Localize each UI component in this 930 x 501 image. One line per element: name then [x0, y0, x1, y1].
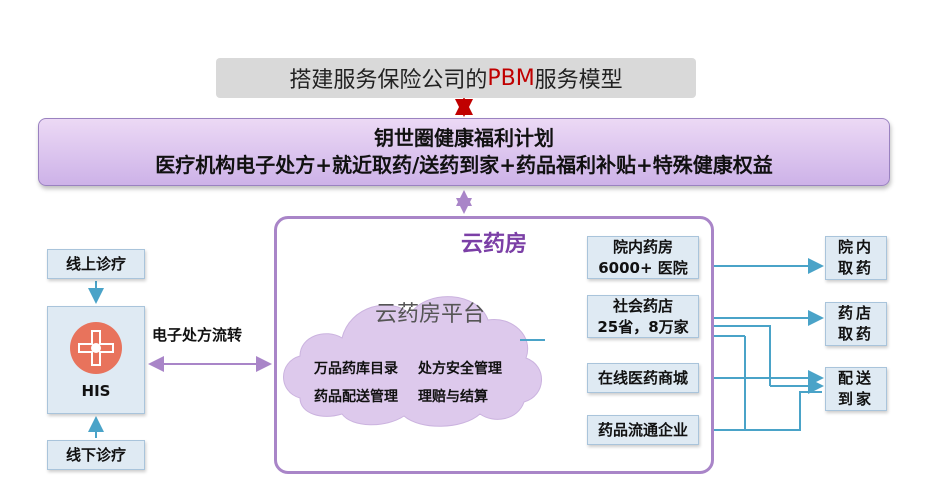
plan-subtitle: 医疗机构电子处方+就近取药/送药到家+药品福利补贴+特殊健康权益: [155, 153, 773, 177]
feature-delivery-mgmt: 药品配送管理: [314, 389, 398, 405]
channel-label: 院内药房: [612, 237, 673, 256]
outcome-line2: 取药: [837, 325, 874, 343]
outcome-line2: 取药: [837, 259, 874, 277]
medical-cross-icon: [70, 322, 122, 374]
plan-title: 钥世圈健康福利计划: [374, 126, 554, 150]
channel-detail: 6000+ 医院: [598, 258, 688, 277]
outcome-line2: 到家: [837, 390, 874, 408]
outcome-home-delivery: 配送 到家: [825, 367, 887, 411]
feature-rx-safety: 处方安全管理: [418, 361, 502, 377]
offline-consult-box: 线下诊疗: [47, 440, 145, 470]
outcome-line1: 药店: [837, 304, 874, 322]
banner-suffix: 服务模型: [534, 68, 623, 93]
dist-to-delivery: [701, 391, 822, 431]
his-label: HIS: [81, 382, 111, 400]
feature-claims-settlement: 理赔与结算: [418, 389, 488, 405]
his-box: HIS: [47, 306, 145, 414]
online-consult-box: 线上诊疗: [47, 249, 145, 279]
channel-label: 社会药店: [612, 296, 673, 315]
outcome-store-pickup: 药店 取药: [825, 302, 887, 346]
outcome-hospital-pickup: 院内 取药: [825, 236, 887, 280]
cloud-platform-label: 云药房平台: [374, 302, 485, 327]
cloud-fill: [283, 296, 542, 427]
social-to-delivery: [701, 325, 771, 386]
cloud-pharmacy-title: 云药房: [460, 232, 527, 257]
rx-transfer-label: 电子处方流转: [152, 326, 243, 344]
outcome-line1: 配送: [837, 369, 874, 387]
banner-prefix: 搭建服务保险公司的: [289, 68, 488, 93]
channel-detail: 25省，8万家: [597, 317, 689, 336]
plan-bar: 钥世圈健康福利计划 医疗机构电子处方+就近取药/送药到家+药品福利补贴+特殊健康…: [38, 118, 890, 186]
outcome-line1: 院内: [837, 238, 874, 256]
channel-retail-pharmacy: 社会药店 25省，8万家: [587, 295, 699, 338]
channel-online-mall: 在线医药商城: [587, 363, 699, 393]
feature-drug-catalog: 万品药库目录: [314, 361, 398, 377]
channel-hospital-pharmacy: 院内药房 6000+ 医院: [587, 236, 699, 279]
banner-highlight: PBM: [487, 65, 535, 91]
channel-distribution: 药品流通企业: [587, 415, 699, 445]
